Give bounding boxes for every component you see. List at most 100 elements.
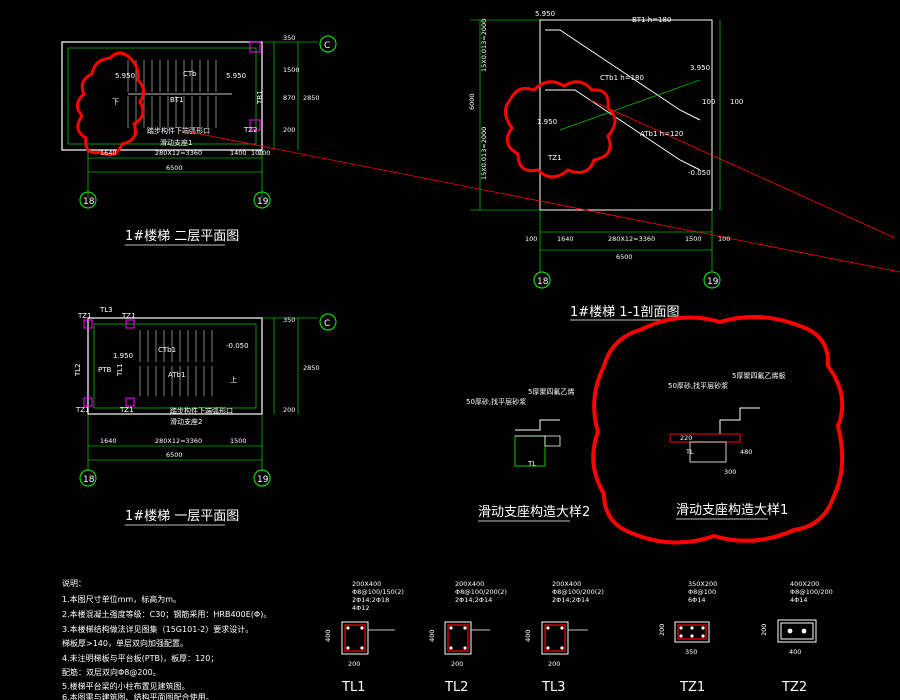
- dimension: 6000: [468, 93, 476, 110]
- beam-label: TL2: [74, 363, 82, 377]
- axis-bubble-c: C: [324, 41, 330, 51]
- dimension: 280X12=3360: [155, 437, 202, 445]
- stair-label: ATb1 h=120: [640, 130, 683, 138]
- axis-bubble-19: 19: [257, 475, 269, 485]
- dimension: 100: [702, 98, 715, 106]
- dimension: 200: [348, 660, 360, 668]
- dimension: 280X12=3360: [155, 149, 202, 157]
- dimension: 2850: [303, 364, 320, 372]
- beam-spec: Φ8@100/200(2): [455, 588, 507, 596]
- column-label: TZ1: [547, 154, 562, 162]
- beam-spec: 4Φ14: [790, 596, 808, 604]
- note-line: 配筋：双层双向Φ8@200。: [62, 667, 161, 677]
- beam-name: TL3: [541, 680, 565, 695]
- beam-spec: Φ8@100/150(2): [352, 588, 404, 596]
- detail-note: 50厚砂,找平层砂浆: [668, 381, 728, 390]
- dimension: 200: [283, 126, 295, 134]
- beam-spec: Φ8@100/200: [790, 588, 833, 596]
- column-name: TZ2: [781, 680, 807, 695]
- plan-second-floor: 5.950 CTb BT1 TB1 TZ2 下 5.950 踏步构件下端弧形口 …: [61, 34, 337, 246]
- stair-label: ATb1: [168, 371, 185, 379]
- drawing-title: 1#楼梯 二层平面图: [125, 229, 239, 244]
- column-label: TZ2: [243, 126, 258, 134]
- stair-label: CTb1: [158, 346, 176, 354]
- note-line: 梯板厚>140，单层双向加强配置。: [62, 638, 188, 648]
- direction-label: 下: [112, 98, 119, 106]
- beam-spec: 200X400: [552, 580, 581, 588]
- column-label: TZ1: [77, 312, 92, 320]
- dimension: 100: [251, 149, 263, 157]
- dimension: 400: [524, 630, 532, 642]
- beam-spec: 350X200: [688, 580, 717, 588]
- note-line: 5.楼梯平台梁的小柱布置见建筑图。: [62, 681, 190, 691]
- beam-section-tl1: 200X400 Φ8@100/150(2) 2Φ14;2Φ18 4Φ12 200…: [324, 580, 404, 695]
- detail-sliding-support-1: 50厚砂,找平层砂浆 5厚聚四氟乙烯板 220 TL 480 300 滑动支座构…: [591, 314, 845, 545]
- revision-cloud: [504, 80, 617, 179]
- stair-label: CTb1 h=180: [600, 74, 644, 82]
- column-label: TZ1: [121, 312, 136, 320]
- level-label: 5.950: [115, 72, 135, 80]
- dimension: 350: [283, 34, 295, 42]
- column-label: TZ1: [75, 406, 90, 414]
- dimension: 100: [718, 235, 730, 243]
- dimension: 220: [680, 434, 692, 442]
- level-label: 5.950: [535, 10, 555, 18]
- note-line: 4.未注明梯板与平台板(PTB)，板厚：120；: [62, 653, 218, 663]
- dimension: 200: [548, 660, 560, 668]
- axis-bubble-18: 18: [83, 475, 95, 485]
- beam-spec: 2Φ14;2Φ14: [552, 596, 589, 604]
- column-name: TZ1: [679, 680, 705, 695]
- dimension: 15X0.013=2000: [480, 127, 488, 180]
- beam-name: TL2: [444, 680, 468, 695]
- axis-bubble-18: 18: [537, 277, 549, 287]
- beam-label: TL1: [116, 363, 124, 377]
- beam-spec: Φ8@100/200(2): [552, 588, 604, 596]
- dimension: 1500: [230, 437, 247, 445]
- level-label: 5.950: [226, 72, 246, 80]
- stair-label: CTb: [183, 70, 197, 78]
- dimension: 1640: [557, 235, 574, 243]
- leader-line: [589, 99, 896, 239]
- note-label: 踏步构件下端弧形口: [170, 406, 233, 415]
- note-label: 滑动支座1: [160, 138, 192, 147]
- dimension-total: 6500: [166, 451, 183, 459]
- axis-bubble-c: C: [324, 319, 330, 329]
- note-line: 6.本图需与建筑图、结构平面图配合使用。: [62, 692, 214, 700]
- axis-bubble-18: 18: [83, 197, 95, 207]
- note-label: 滑动支座2: [170, 417, 202, 426]
- dimension: 1500: [685, 235, 702, 243]
- dimension: 100: [525, 235, 537, 243]
- level-label: 1.950: [113, 352, 133, 360]
- beam-label: TL3: [99, 306, 113, 314]
- dimension: 400: [789, 648, 801, 656]
- leader-line: [184, 130, 900, 273]
- detail-sliding-support-2: 50厚砂,找平层砂浆 5厚聚四氟乙烯 TL 滑动支座构造大样2: [466, 387, 590, 522]
- revision-cloud: [591, 314, 845, 545]
- level-label: -0.050: [226, 342, 249, 350]
- revision-cloud: [76, 51, 145, 157]
- drawing-title: 滑动支座构造大样1: [676, 503, 788, 518]
- dimension: 350: [685, 648, 697, 656]
- drawing-title: 1#楼梯 1-1剖面图: [570, 305, 680, 320]
- beam-section-tl2: 200X400 Φ8@100/200(2) 2Φ14;2Φ14 200 400 …: [428, 580, 507, 695]
- detail-note: TL: [527, 460, 536, 468]
- notes-heading: 说明：: [62, 578, 86, 588]
- note-line: 3.本楼梯结构做法详见图集（15G101-2）要求设计。: [62, 624, 253, 634]
- dimension: 100: [258, 149, 270, 157]
- dimension: 280X12=3360: [608, 235, 655, 243]
- slab-label: PTB: [98, 366, 111, 374]
- section-1-1: 5.950 BT1 h=180 3.950 CTb1 h=180 1.950 A…: [184, 10, 900, 321]
- column-section-tz2: 400X200 Φ8@100/200 4Φ14 400 200 TZ2: [760, 580, 833, 695]
- beam-section-tl3: 200X400 Φ8@100/200(2) 2Φ14;2Φ14 200 400 …: [524, 580, 604, 695]
- column-section-tz1: 350X200 Φ8@100 6Φ14 350 200 TZ1: [658, 580, 717, 695]
- beam-spec: 200X400: [455, 580, 484, 588]
- beam-spec: 200X400: [352, 580, 381, 588]
- note-label: 踏步构件下端弧形口: [147, 126, 210, 135]
- dimension: 1400: [230, 149, 247, 157]
- axis-bubble-19: 19: [257, 197, 269, 207]
- beam-name: TL1: [341, 680, 365, 695]
- direction-label: 上: [230, 375, 237, 384]
- beam-label: TB1: [256, 90, 264, 105]
- dimension: 200: [451, 660, 463, 668]
